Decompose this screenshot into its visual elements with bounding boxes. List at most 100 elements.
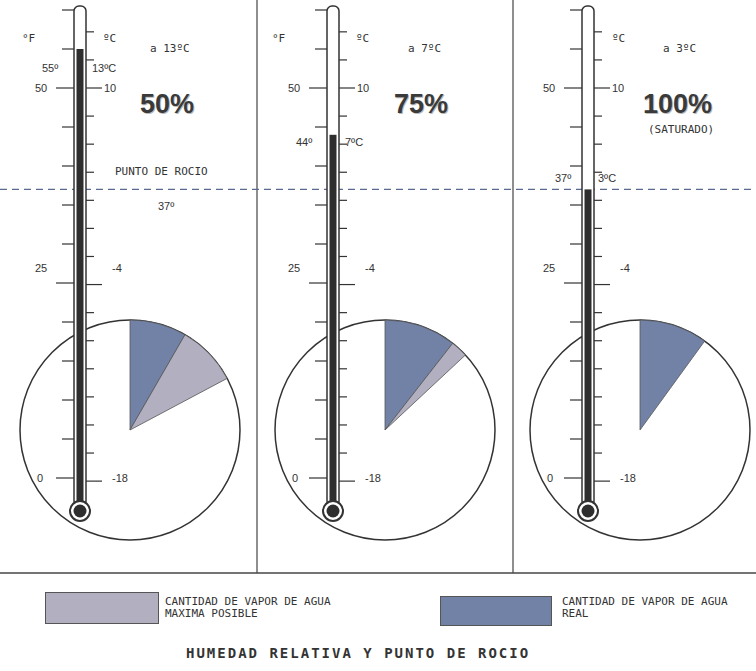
scale-label: 25	[543, 262, 555, 274]
celsius-tick	[593, 284, 610, 285]
fahrenheit-tick	[315, 48, 328, 49]
fahrenheit-tick	[62, 243, 75, 244]
humidity-percent: 50%	[140, 90, 194, 120]
fahrenheit-tick	[564, 477, 583, 478]
thermometer-bulb	[578, 501, 598, 521]
fahrenheit-tick	[315, 126, 328, 127]
fahrenheit-tick	[315, 399, 328, 400]
scale-label: 13ºC	[92, 62, 116, 74]
scale-label: 44º	[296, 136, 312, 148]
thermometer-bulb	[70, 501, 90, 521]
fahrenheit-tick	[315, 243, 328, 244]
scale-label: a 7ºC	[408, 43, 441, 55]
celsius-tick	[338, 87, 355, 88]
fahrenheit-tick	[62, 399, 75, 400]
celsius-tick	[338, 481, 355, 482]
fahrenheit-tick	[570, 399, 583, 400]
fahrenheit-tick	[62, 204, 75, 205]
scale-label: 10	[104, 82, 116, 94]
humidity-circle	[20, 320, 240, 540]
scale-label: 0	[547, 472, 553, 484]
diagram-title: HUMEDAD RELATIVA Y PUNTO DE ROCIO	[186, 646, 530, 661]
fahrenheit-tick	[315, 360, 328, 361]
legend-swatch	[440, 596, 552, 626]
scale-label: 7ºC	[345, 136, 363, 148]
scale-label: 25	[35, 262, 47, 274]
fahrenheit-tick	[570, 9, 583, 10]
thermometer-bulb-fill	[74, 505, 87, 518]
fahrenheit-tick	[62, 165, 75, 166]
scale-label: -18	[620, 472, 636, 484]
fahrenheit-tick	[309, 282, 328, 283]
scale-label: 50	[35, 82, 47, 94]
scale-label: -18	[365, 472, 381, 484]
vapor-wedge	[385, 343, 465, 430]
thermometer-tube	[327, 6, 339, 506]
scale-label: -4	[112, 262, 122, 274]
celsius-tick	[85, 284, 102, 285]
fahrenheit-tick	[62, 9, 75, 10]
scale-label: 10	[357, 82, 369, 94]
mercury-column	[585, 189, 592, 506]
legend-swatch	[45, 592, 159, 624]
scale-label: a 13ºC	[150, 43, 190, 55]
scale-label: 37º	[158, 200, 174, 212]
fahrenheit-tick	[570, 204, 583, 205]
fahrenheit-tick	[62, 126, 75, 127]
scale-label: 50	[288, 82, 300, 94]
thermometer-tube	[582, 6, 594, 506]
humidity-circle	[275, 320, 495, 540]
fahrenheit-tick	[570, 360, 583, 361]
scale-label: °F	[272, 33, 285, 45]
fahrenheit-tick	[315, 165, 328, 166]
fahrenheit-tick	[315, 321, 328, 322]
mercury-column	[330, 135, 337, 506]
celsius-tick	[85, 87, 102, 88]
scale-label: 55º	[42, 62, 58, 74]
fahrenheit-tick	[62, 48, 75, 49]
mercury-column	[77, 49, 84, 506]
humidity-percent: 75%	[394, 90, 448, 120]
fahrenheit-tick	[570, 165, 583, 166]
fahrenheit-tick	[564, 282, 583, 283]
base-line	[0, 572, 756, 574]
scale-label: -18	[112, 472, 128, 484]
scale-label: 10	[612, 82, 624, 94]
scale-label: 0	[292, 472, 298, 484]
panel-divider	[512, 0, 513, 573]
legend-text: CANTIDAD DE VAPOR DE AGUA REAL	[562, 596, 747, 620]
fahrenheit-tick	[570, 321, 583, 322]
fahrenheit-tick	[570, 243, 583, 244]
vapor-wedge	[640, 320, 705, 430]
thermometer-bulb	[323, 501, 343, 521]
fahrenheit-tick	[62, 321, 75, 322]
scale-label: 50	[543, 82, 555, 94]
scale-label: ºC	[103, 33, 116, 45]
fahrenheit-tick	[564, 87, 583, 88]
vapor-wedge	[130, 335, 227, 430]
fahrenheit-tick	[62, 438, 75, 439]
panel-divider	[256, 0, 257, 573]
celsius-tick	[85, 481, 102, 482]
humidity-percent: 100%	[643, 90, 712, 120]
scale-label: -4	[620, 262, 630, 274]
scale-label: °F	[22, 33, 35, 45]
fahrenheit-tick	[309, 87, 328, 88]
scale-label: 0	[37, 472, 43, 484]
scale-label: 25	[288, 262, 300, 274]
fahrenheit-tick	[315, 204, 328, 205]
humidity-circle	[530, 320, 750, 540]
dew-point-line	[0, 189, 756, 190]
fahrenheit-tick	[62, 360, 75, 361]
celsius-tick	[338, 284, 355, 285]
fahrenheit-tick	[56, 477, 75, 478]
scale-label: ºC	[612, 33, 625, 45]
celsius-tick	[593, 87, 610, 88]
thermometer-tube	[74, 6, 86, 506]
scale-label: a 3ºC	[663, 43, 696, 55]
thermometer-bulb-fill	[582, 505, 595, 518]
scale-label: PUNTO DE ROCIO	[115, 166, 208, 178]
scale-label: 37º	[555, 172, 571, 184]
